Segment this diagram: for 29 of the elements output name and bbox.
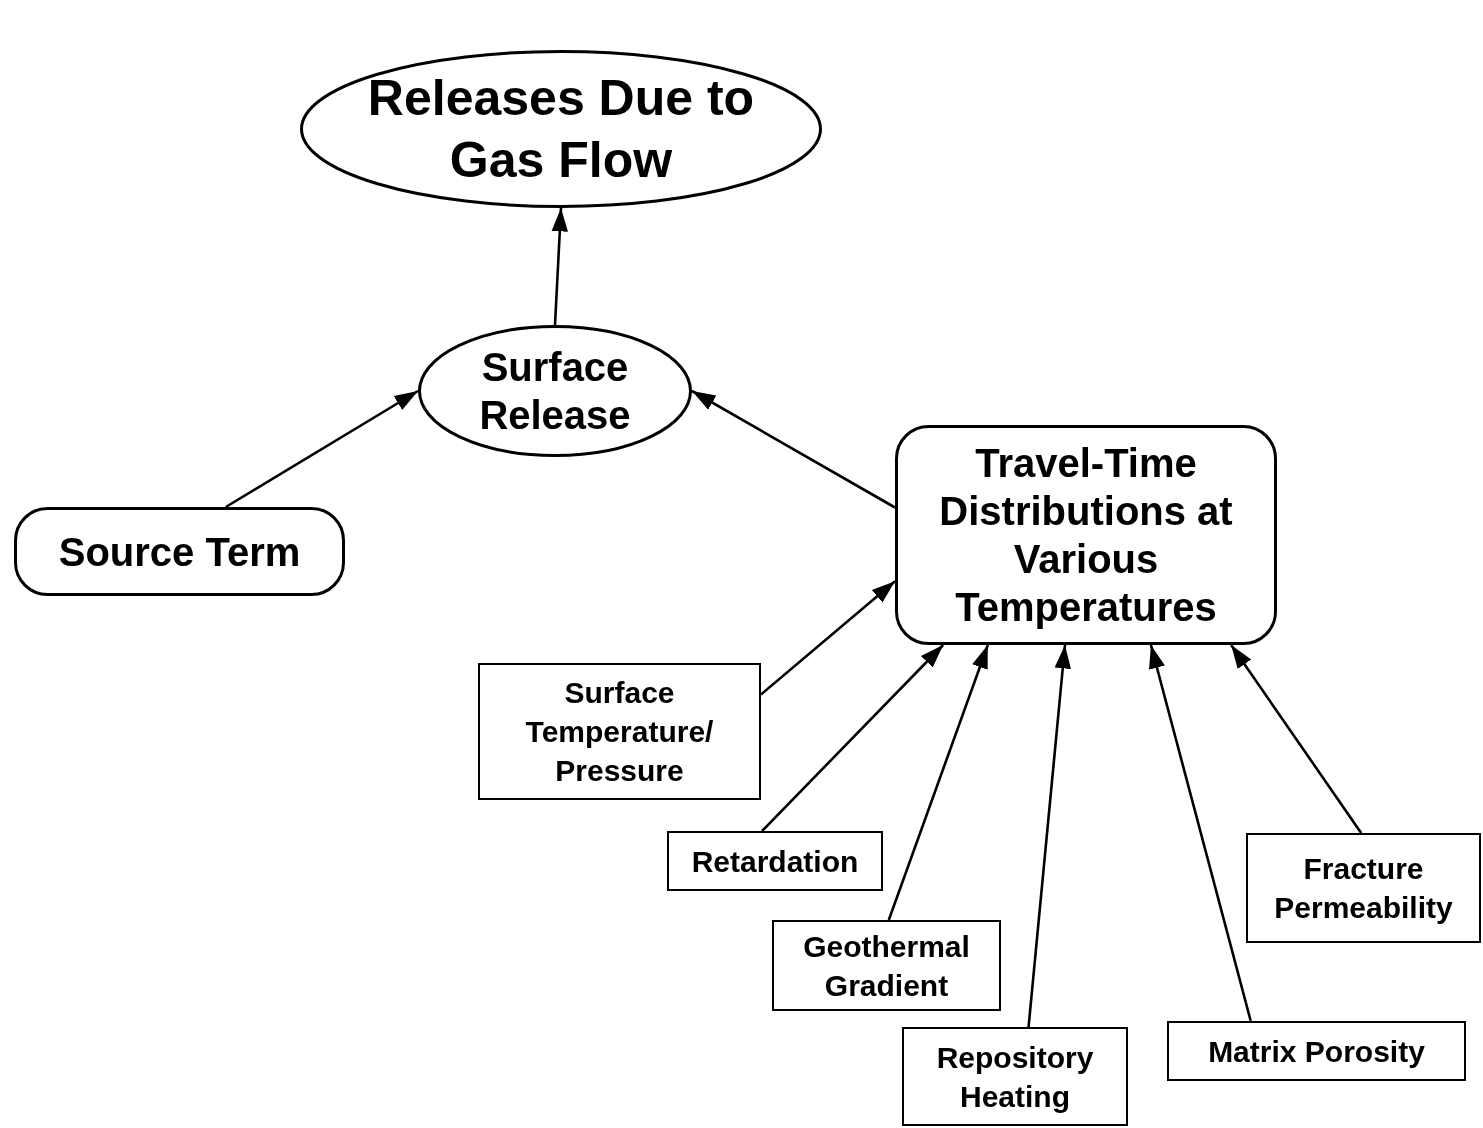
arrow bbox=[760, 580, 896, 696]
node-label: Travel-Time Distributions at Various Temperatures bbox=[938, 440, 1234, 631]
arrow bbox=[1230, 644, 1363, 834]
node-label: Surface Release bbox=[478, 344, 632, 439]
arrow bbox=[1027, 644, 1071, 1028]
node-label: Source Term bbox=[58, 528, 301, 576]
node-label: Releases Due to Gas Flow bbox=[366, 68, 756, 190]
process-box bbox=[1167, 1021, 1466, 1081]
rounded-box bbox=[14, 507, 345, 596]
node-label: Surface Temperature/ Pressure bbox=[524, 675, 715, 789]
arrow bbox=[691, 389, 896, 509]
node-label: Fracture Permeability bbox=[1273, 851, 1454, 926]
ellipse-node bbox=[418, 325, 692, 457]
process-box bbox=[772, 920, 1001, 1011]
node-label: Geothermal Gradient bbox=[802, 928, 971, 1004]
arrow bbox=[761, 644, 945, 832]
ellipse-node bbox=[300, 50, 822, 208]
process-box bbox=[667, 831, 883, 891]
process-box bbox=[478, 663, 761, 800]
arrow bbox=[1149, 644, 1252, 1022]
process-box bbox=[902, 1027, 1128, 1126]
node-label: Retardation bbox=[691, 843, 859, 880]
arrow bbox=[225, 389, 419, 509]
arrow bbox=[551, 207, 568, 326]
rounded-box bbox=[895, 425, 1277, 645]
process-box bbox=[1246, 833, 1481, 943]
node-label: Matrix Porosity bbox=[1208, 1033, 1425, 1070]
arrow bbox=[887, 644, 990, 921]
node-label: Repository Heating bbox=[935, 1039, 1095, 1115]
